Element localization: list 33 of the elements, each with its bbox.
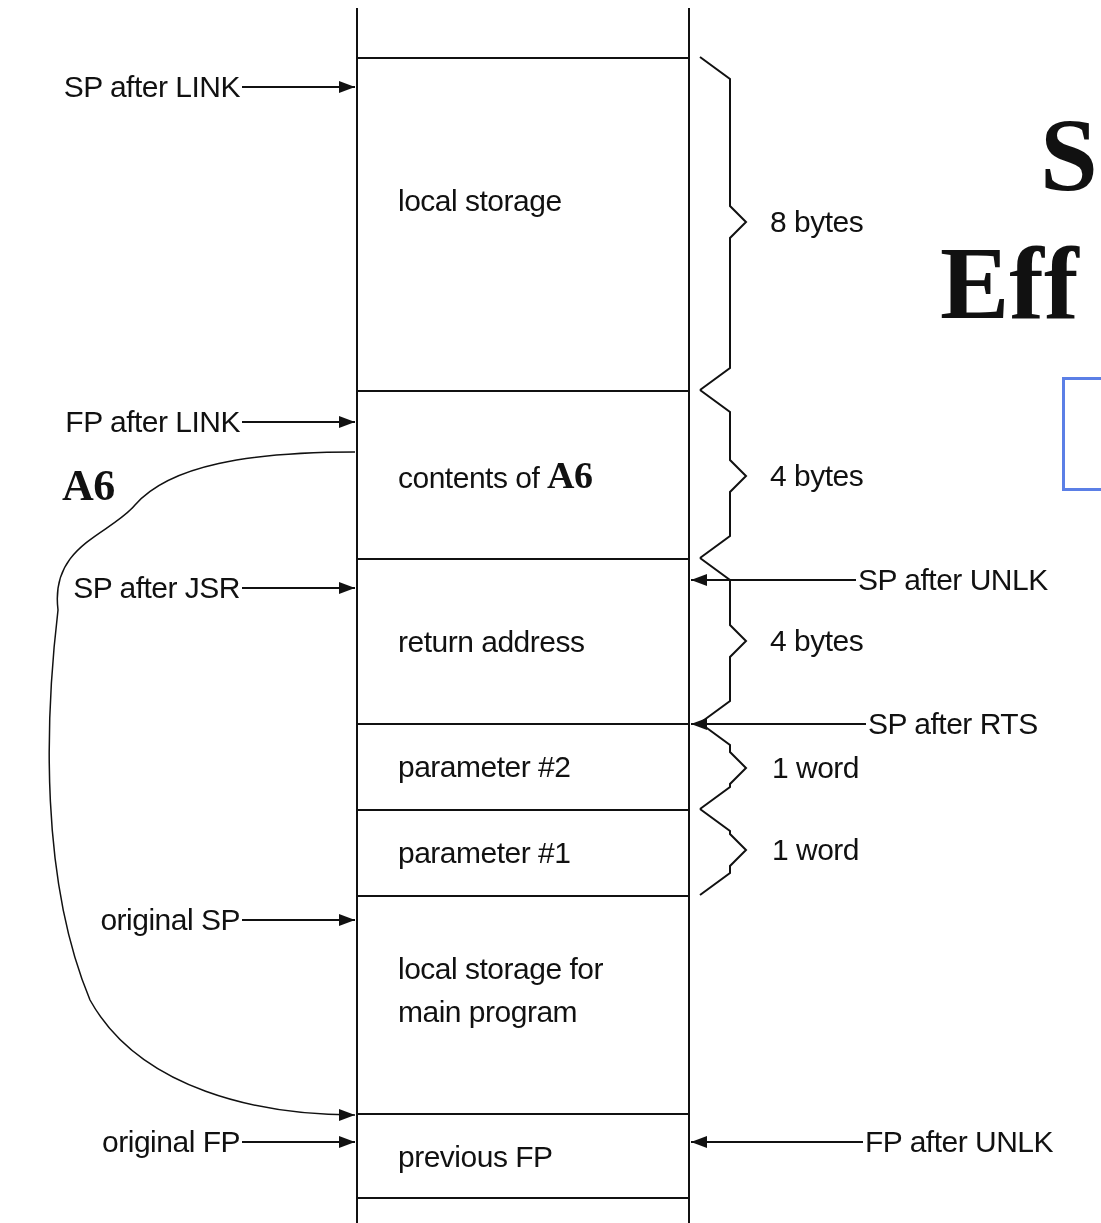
title-fragment: Eff [940,228,1079,338]
stack-cell [356,8,690,59]
cell-text: parameter #2 [398,749,572,785]
stack-cell [356,1197,690,1223]
stack-cell [356,723,690,811]
stack-cell [356,558,690,725]
size-label: 1 word [772,751,860,785]
size-label: 8 bytes [770,205,864,239]
register-label: A6 [62,462,115,510]
cell-text: previous FP [398,1139,554,1175]
arrow [690,574,857,586]
stack-cell [356,390,690,560]
size-label: 4 bytes [770,624,864,658]
cell-text: parameter #1 [398,835,572,871]
stack-cell [356,895,690,1115]
stack-cell [356,1113,690,1199]
arrow [241,81,356,93]
size-label: 4 bytes [770,459,864,493]
cell-text: return address [398,624,586,660]
arrow [241,914,356,926]
arrow [690,1136,864,1148]
title-fragment: S [1040,100,1098,210]
stack-cell [356,809,690,897]
arrow [48,451,356,1121]
size-label: 1 word [772,833,860,867]
stack-cell [356,57,690,392]
arrow [241,582,356,594]
cell-text: contents of A6 [398,454,594,498]
arrow [690,718,867,730]
arrow [241,1136,356,1148]
cell-text: local storage for main program [398,951,604,1030]
arrow [241,416,356,428]
cell-text: local storage [398,183,563,219]
